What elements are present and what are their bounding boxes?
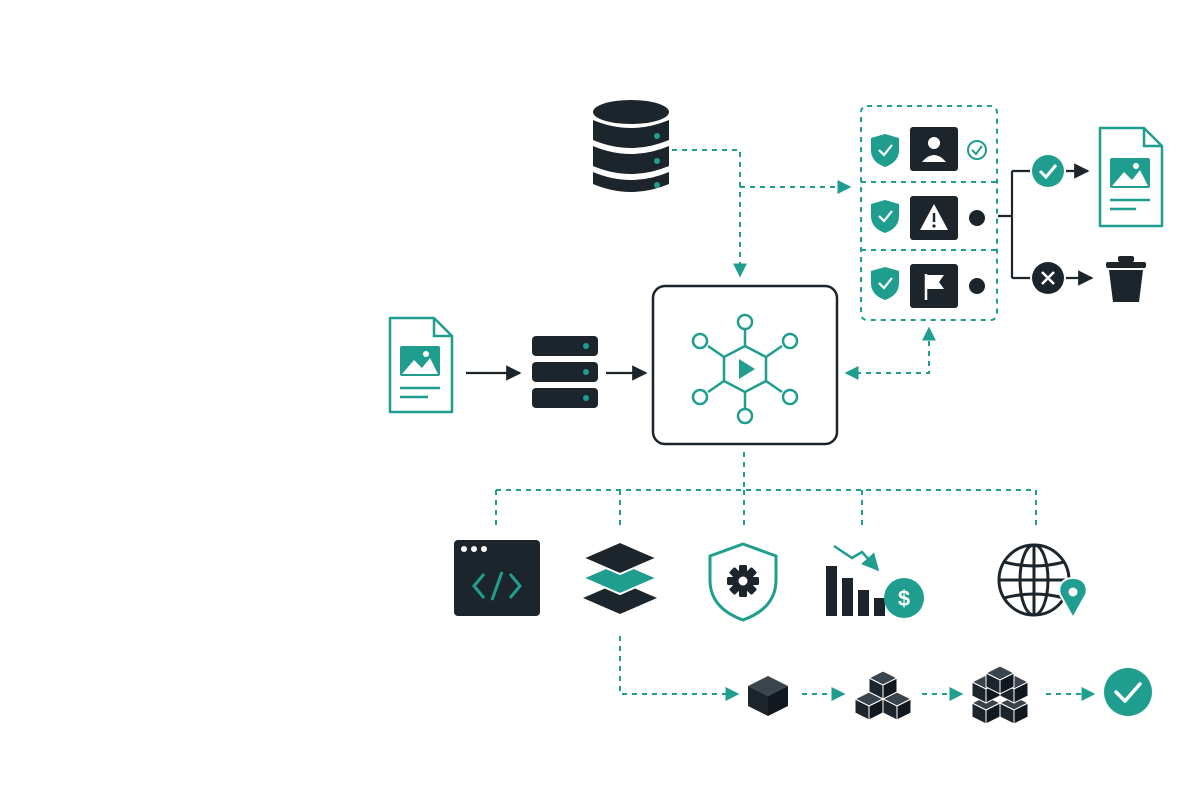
cube-stack-icon <box>970 665 1030 725</box>
svg-text:$: $ <box>898 586 910 611</box>
database-icon <box>593 100 669 192</box>
check-mark-icon <box>967 140 987 160</box>
server-stack-icon <box>532 336 598 408</box>
review-row-flag <box>871 264 985 308</box>
shield-check-icon <box>871 200 899 233</box>
processing-hub <box>651 284 839 446</box>
globe-location-icon <box>997 543 1088 621</box>
image-document-icon <box>388 316 454 414</box>
result-image-document-icon <box>1098 126 1164 228</box>
three-cubes-icon <box>853 670 913 721</box>
layers-icon <box>580 540 660 614</box>
done-check-icon <box>1104 668 1152 716</box>
x-circle-icon <box>1032 262 1064 294</box>
link-hub-review <box>844 326 936 380</box>
review-panel <box>860 105 998 321</box>
status-dot <box>969 210 985 226</box>
person-icon <box>910 127 958 171</box>
flag-icon <box>910 264 958 308</box>
code-window-icon <box>454 540 540 616</box>
link-database-to-hub <box>672 149 747 278</box>
status-dot <box>969 278 985 294</box>
warning-icon <box>910 196 958 240</box>
network-hub-icon <box>691 313 799 425</box>
shield-check-icon <box>871 267 899 300</box>
shield-check-icon <box>871 134 899 167</box>
check-circle-icon <box>1032 155 1064 187</box>
link-hub-to-outputs <box>495 452 1037 530</box>
link-layers-to-build <box>619 636 740 701</box>
split-line-review <box>998 169 1030 280</box>
connectors <box>466 149 1096 701</box>
shield-gear-icon <box>708 542 778 622</box>
cost-down-chart-icon: $ <box>826 544 924 618</box>
trash-icon <box>1106 256 1146 302</box>
single-cube-icon <box>748 676 788 716</box>
review-row-warning <box>871 196 985 240</box>
review-row-person <box>871 127 987 171</box>
